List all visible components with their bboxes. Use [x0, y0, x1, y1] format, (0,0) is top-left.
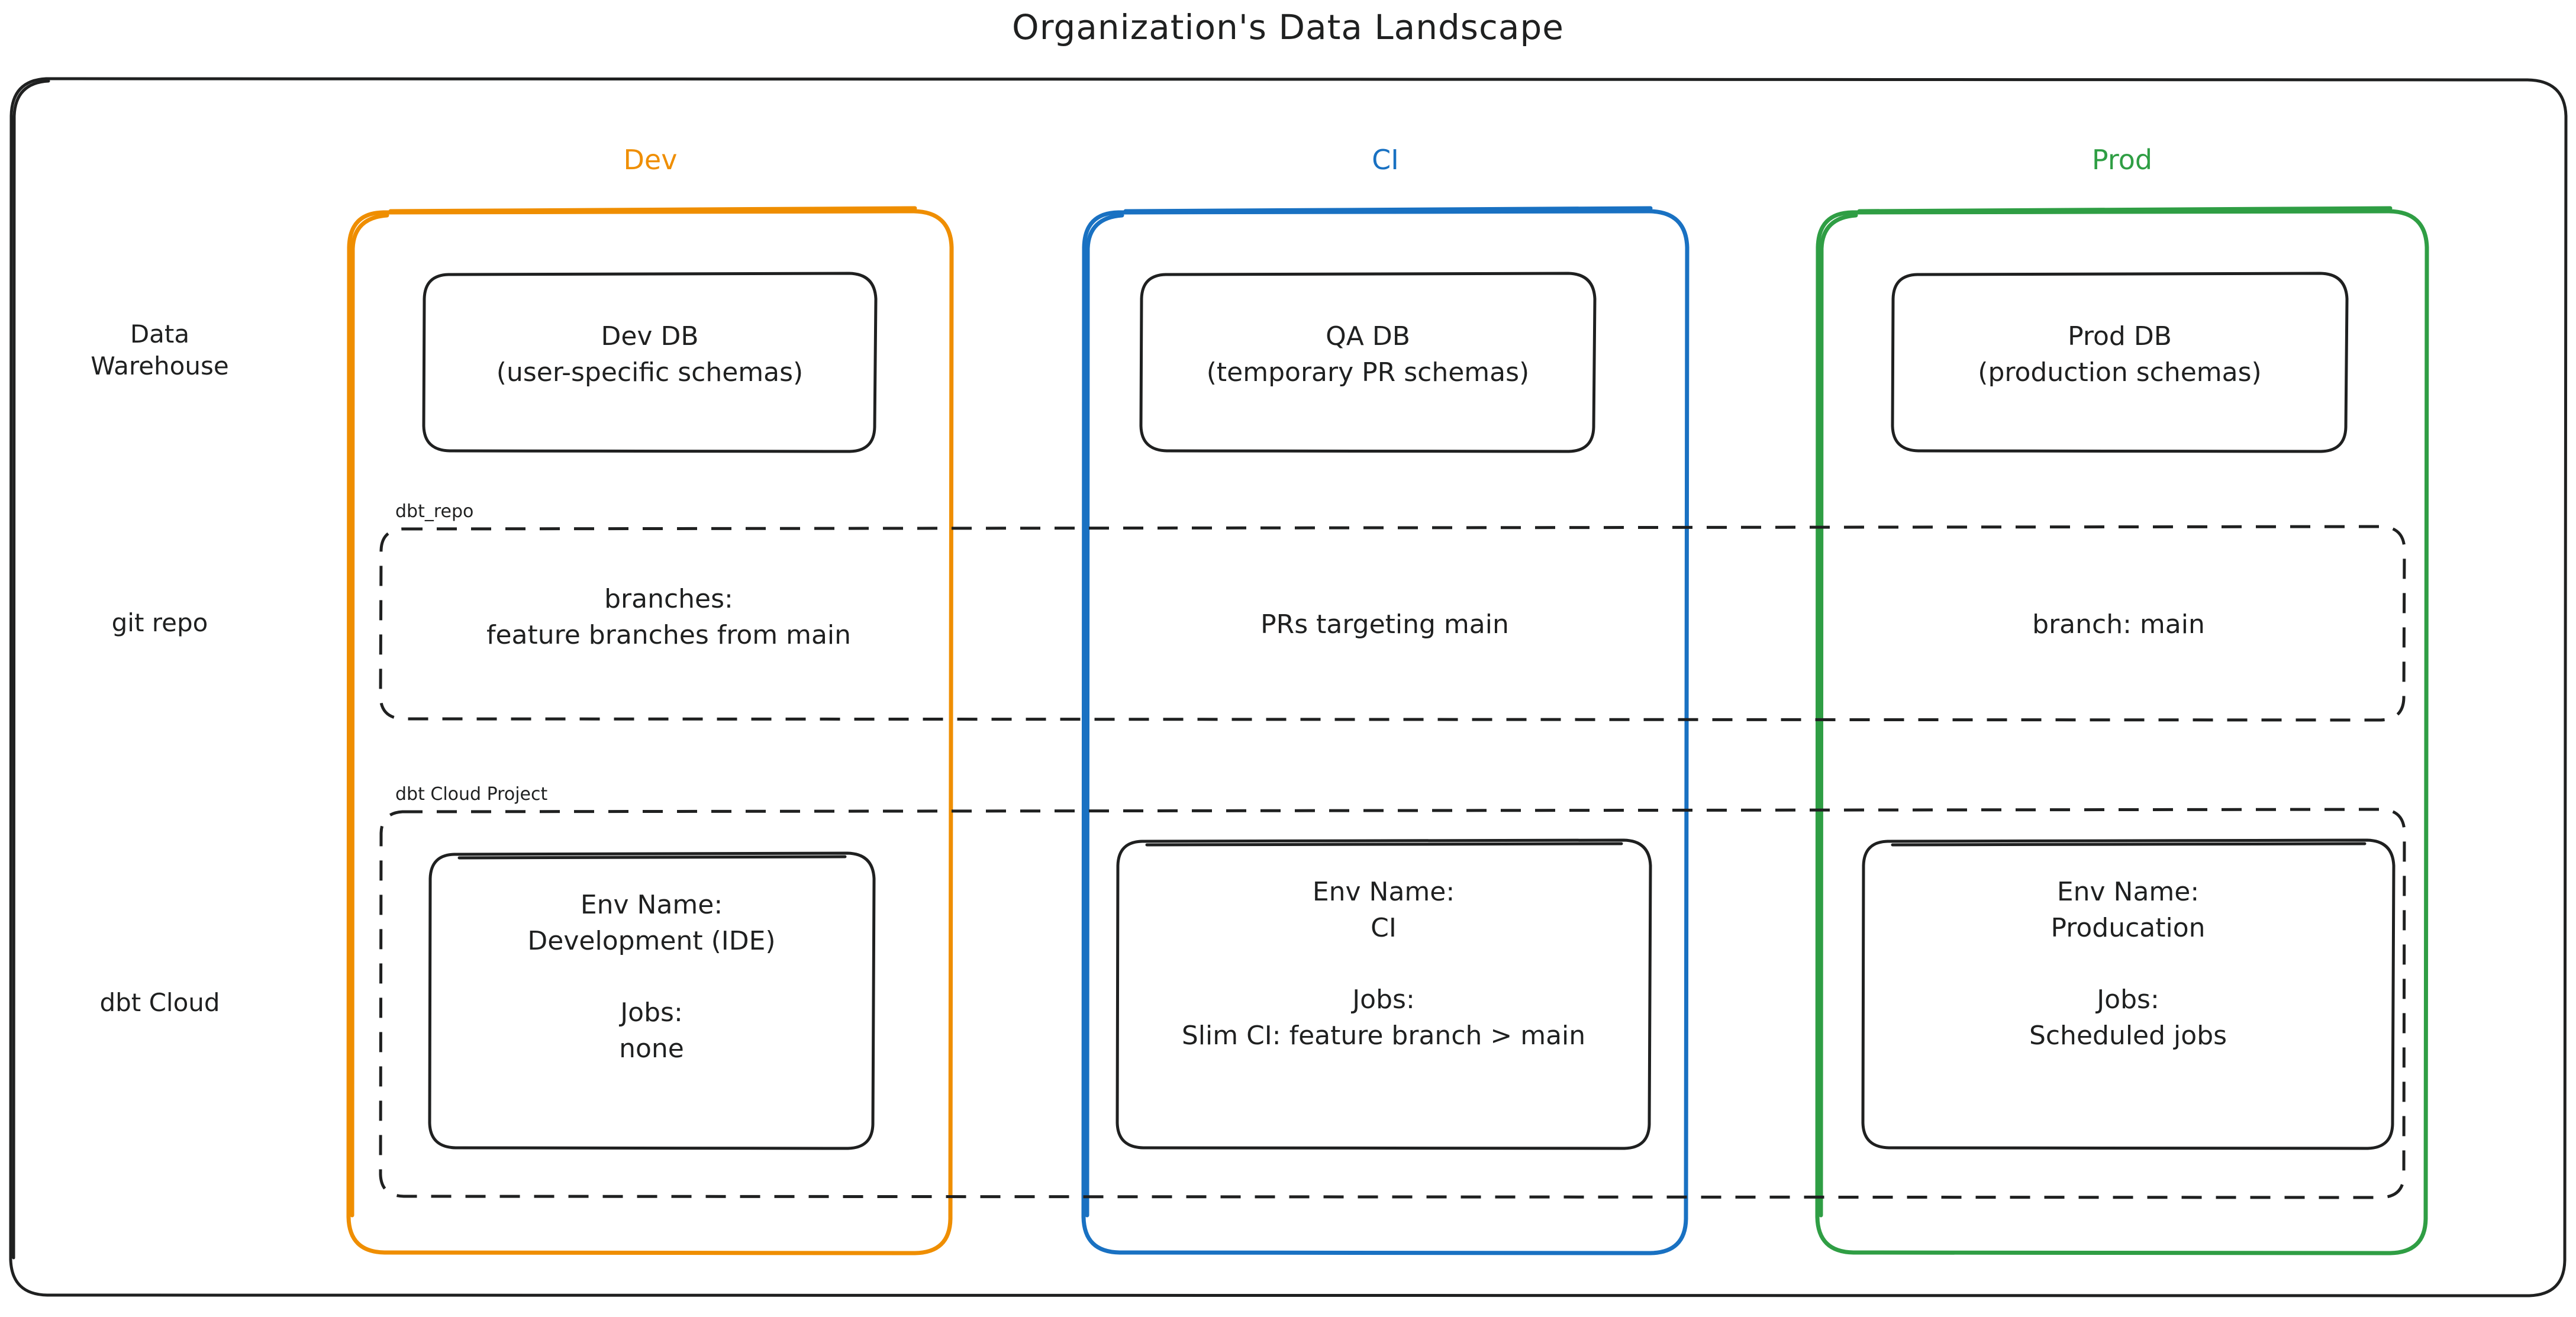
cluster-label-dbt-repo: dbt_repo: [395, 501, 474, 522]
page-title: Organization's Data Landscape: [1012, 7, 1564, 47]
node-qa-db[interactable]: QA DB (temporary PR schemas): [1206, 321, 1530, 388]
column-label-dev: Dev: [623, 144, 678, 176]
node-dev-branches[interactable]: branches: feature branches from main: [486, 584, 852, 650]
cluster-label-dbt-cloud-project: dbt Cloud Project: [395, 784, 548, 805]
node-dev-db[interactable]: Dev DB (user-specific schemas): [496, 321, 804, 388]
row-label-dbt-cloud: dbt Cloud: [99, 988, 220, 1017]
node-ci-prs[interactable]: PRs targeting main: [1260, 609, 1509, 640]
node-ci-environment[interactable]: Env Name: CI Jobs: Slim CI: feature bran…: [1181, 877, 1586, 1051]
node-dev-environment[interactable]: Env Name: Development (IDE) Jobs: none: [527, 890, 776, 1064]
node-prod-db[interactable]: Prod DB (production schemas): [1978, 321, 2262, 388]
node-prod-environment[interactable]: Env Name: Producation Jobs: Scheduled jo…: [2029, 877, 2227, 1051]
node-prod-branch[interactable]: branch: main: [2032, 609, 2205, 640]
outer-frame: [9, 77, 2568, 1297]
column-label-prod: Prod: [2091, 144, 2153, 176]
column-label-ci: CI: [1372, 144, 1399, 176]
row-label-git-repo: git repo: [111, 608, 208, 637]
row-label-data-warehouse: Data Warehouse: [91, 319, 229, 380]
